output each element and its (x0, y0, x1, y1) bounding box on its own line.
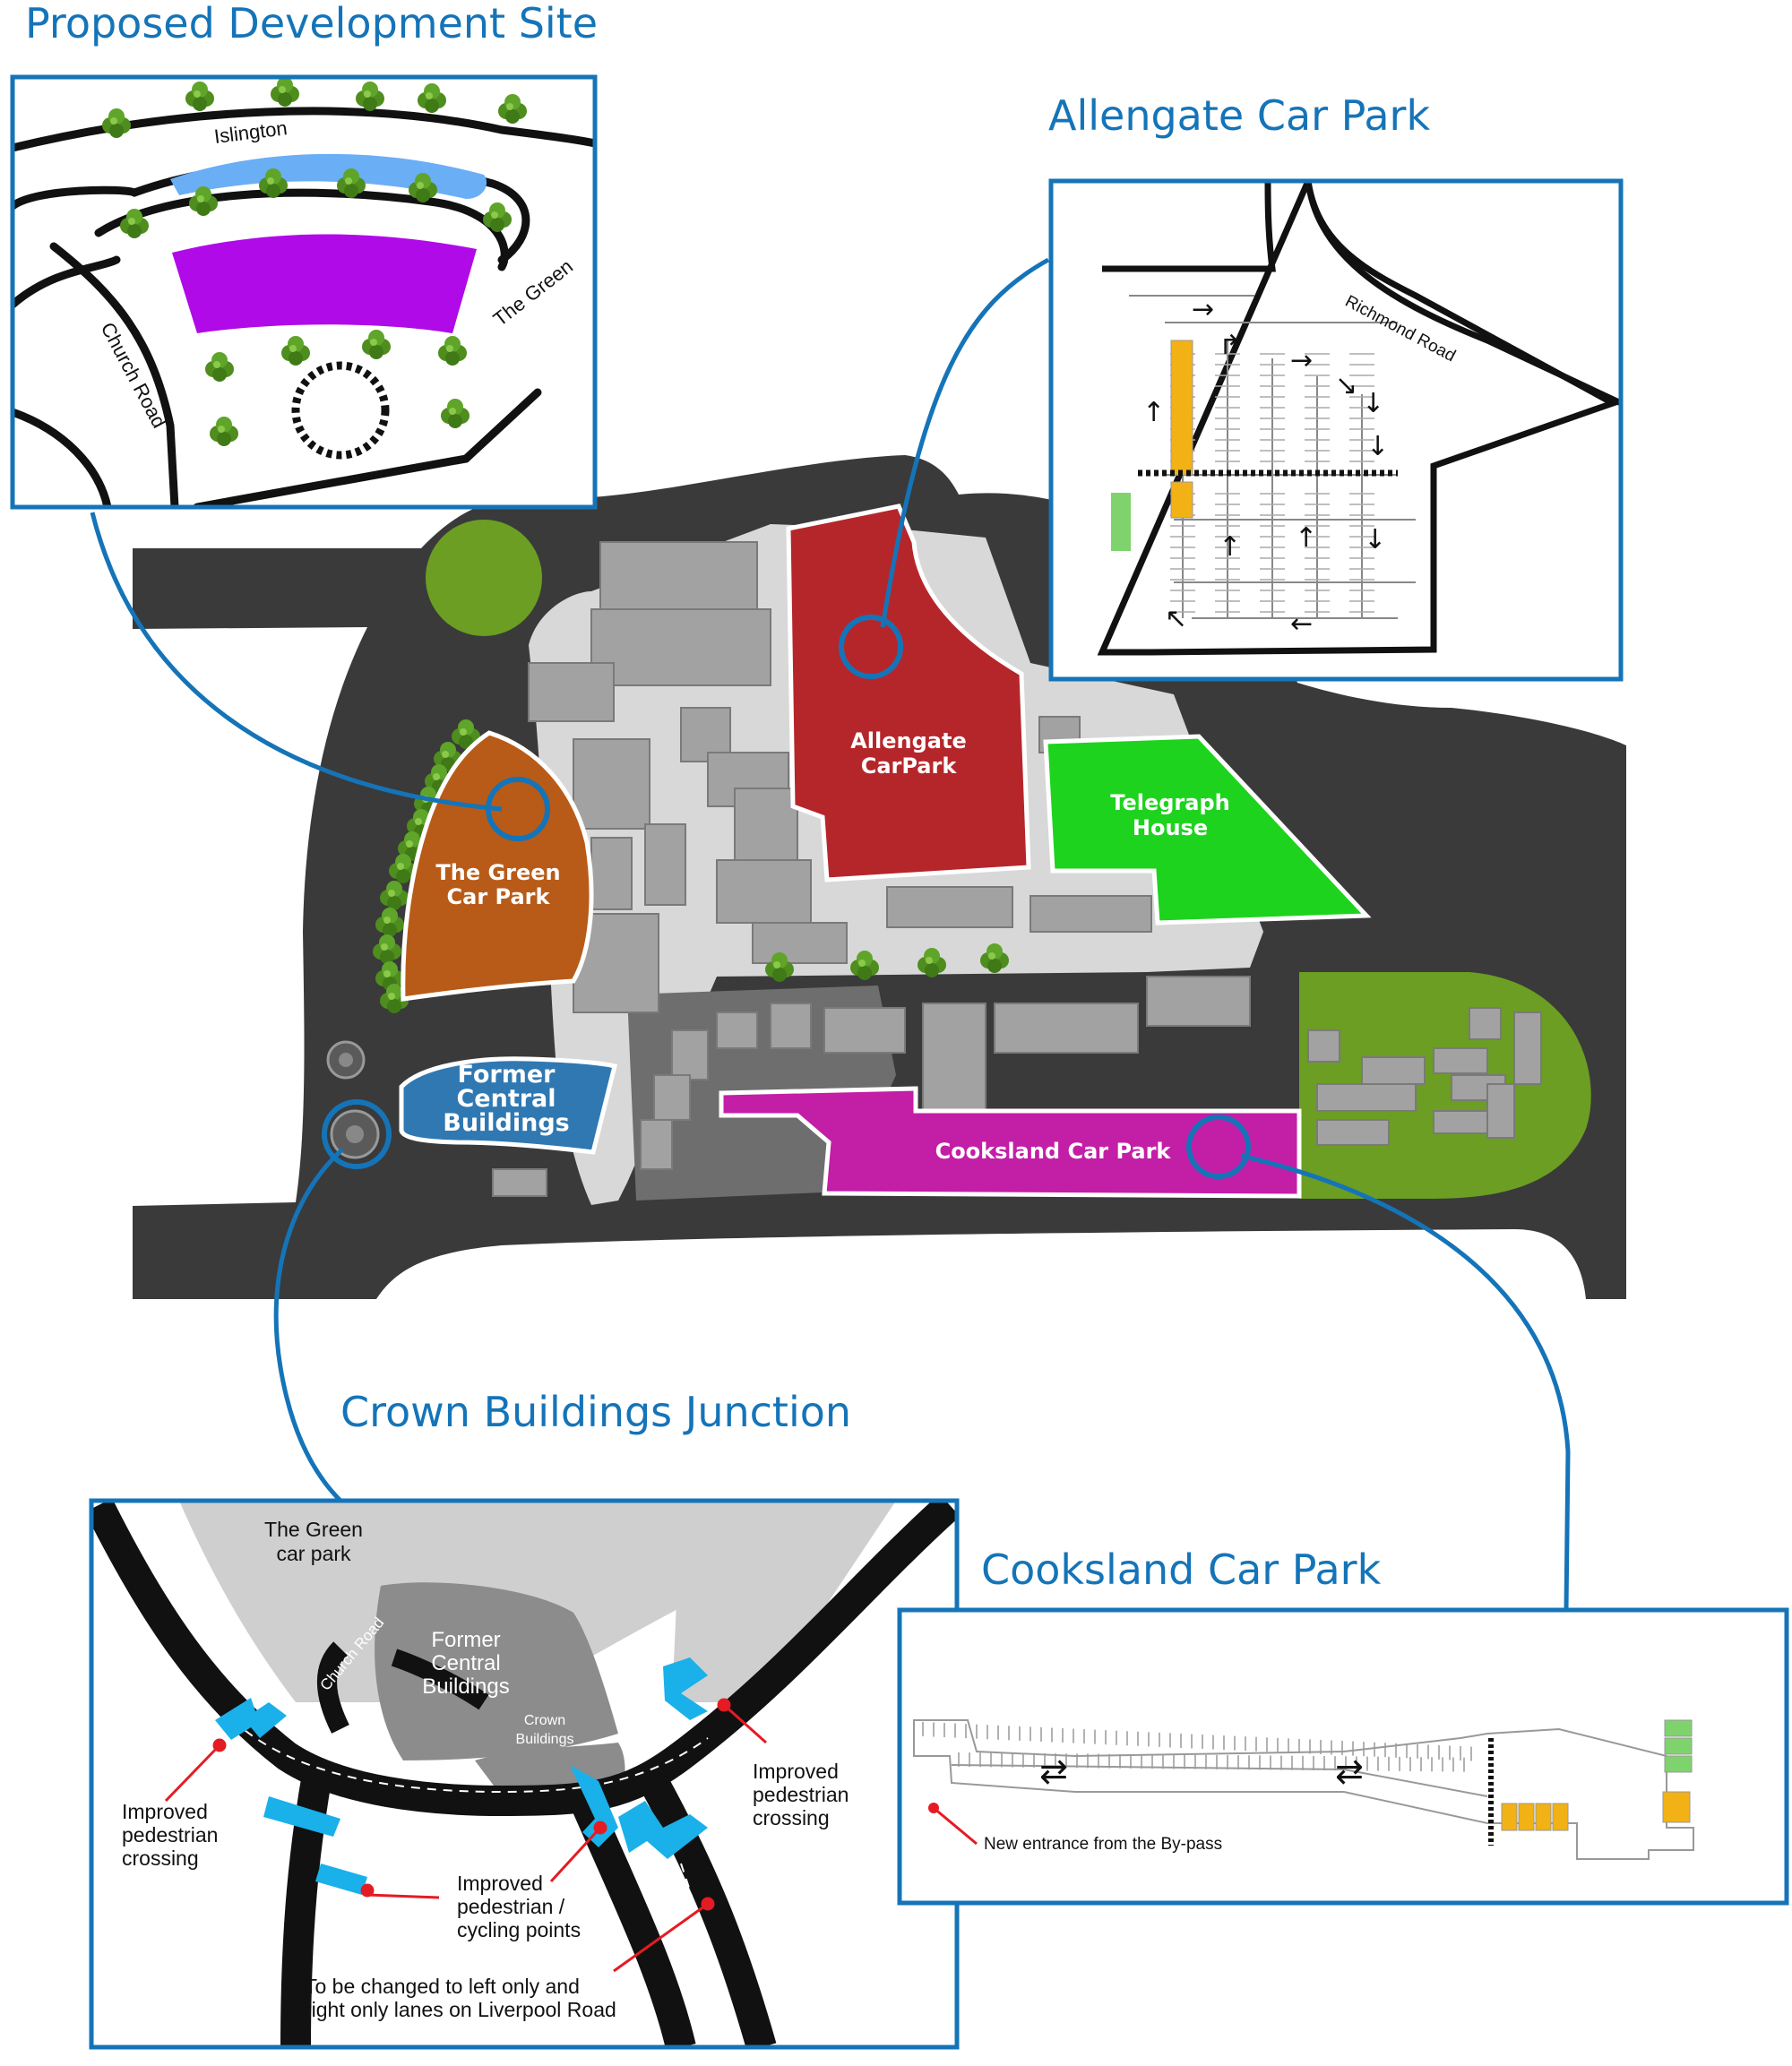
crossing-left-text-3: crossing (122, 1846, 199, 1870)
entrance-text: New entrance from the By-pass (984, 1835, 1222, 1854)
cooksland-outline (913, 1719, 1694, 1860)
proposed-site-inset[interactable]: Islington Church Road The Green (10, 74, 598, 510)
former-central-text-2: Central (431, 1651, 500, 1675)
green-roundabout (426, 520, 542, 636)
allengate-zone[interactable] (786, 504, 1031, 882)
crown-buildings-text: Crown (524, 1713, 565, 1728)
lanes-text: To be changed to left only and (305, 1975, 580, 1998)
water-body (170, 153, 487, 199)
traffic-arrows: → ↱ → ↘ ↓ ↓ ↑ ↑ ↑ ↓ ← ↖ (1142, 294, 1389, 640)
connector-lines (90, 257, 1571, 1611)
crossing-right-text-3: crossing (753, 1806, 830, 1829)
annotation-lines (164, 1698, 767, 1973)
former-central-text-3: Buildings (422, 1674, 509, 1699)
cooksland-ev-bays (1664, 1719, 1693, 1773)
svg-text:Telegraph: Telegraph (1110, 790, 1229, 815)
svg-text:Former: Former (458, 1061, 556, 1089)
grey-area-right (672, 1501, 896, 1702)
ev-bays (1111, 493, 1131, 551)
cycling-text: Improved (457, 1872, 543, 1895)
crossing-left-text-2: pedestrian (122, 1823, 218, 1846)
svg-text:↱: ↱ (1219, 330, 1241, 361)
highlight-rings (322, 615, 1251, 1179)
accessible-bays (1170, 340, 1193, 519)
svg-text:↑: ↑ (1295, 522, 1317, 554)
svg-text:⇄: ⇄ (1039, 1752, 1068, 1791)
green-car-park-label: The Green Car Park (435, 860, 560, 909)
svg-text:Central: Central (456, 1085, 556, 1113)
svg-text:↘: ↘ (1335, 370, 1357, 401)
cooksland-arrows: ⇄ ⇄ (1039, 1752, 1364, 1791)
cycling-text-2: pedestrian / (457, 1895, 565, 1918)
former-central-buildings-zone[interactable] (399, 1056, 618, 1155)
former-central-label: Former Central Buildings (443, 1061, 570, 1137)
crossing-left-text: Improved (122, 1800, 208, 1823)
green-car-park-text: The Green (264, 1518, 363, 1541)
cooksland-accessible-bays (1501, 1791, 1691, 1831)
mini-roundabout-top (326, 1040, 366, 1080)
telegraph-house-label: Telegraph House (1110, 790, 1229, 840)
crossing-right-text-2: pedestrian (753, 1783, 849, 1806)
cooksland-zone[interactable] (719, 1086, 1302, 1199)
svg-text:House: House (1133, 815, 1208, 840)
svg-text:CarPark: CarPark (861, 753, 958, 779)
svg-text:→: → (1290, 345, 1313, 376)
svg-text:↓: ↓ (1362, 388, 1384, 419)
allengate-zone-label: Allengate CarPark (850, 728, 967, 779)
crown-junction-inset[interactable]: The Green car park Former Central Buildi… (89, 1498, 960, 2050)
cooksland-bay-lines (922, 1722, 1472, 1772)
cooksland-title: Cooksland Car Park (981, 1545, 1382, 1594)
svg-text:↖: ↖ (1165, 603, 1187, 634)
cooksland-inset[interactable]: ⇄ ⇄ New entrance from the By-pass (897, 1607, 1789, 1906)
crown-junction-title: Crown Buildings Junction (340, 1388, 851, 1436)
allengate-title: Allengate Car Park (1048, 91, 1430, 140)
svg-text:↓: ↓ (1364, 524, 1386, 555)
svg-text:←: ← (1290, 608, 1313, 640)
crown-buildings-text-2: Buildings (516, 1732, 574, 1747)
proposed-site-title: Proposed Development Site (25, 0, 598, 47)
svg-text:Car Park: Car Park (447, 884, 551, 909)
development-block (172, 234, 477, 333)
buildings (492, 541, 1542, 1197)
richmond-road (1305, 181, 1621, 407)
svg-text:↑: ↑ (1142, 397, 1165, 428)
roundabout-proposed (291, 361, 390, 460)
cycling-text-3: cycling points (457, 1918, 581, 1941)
svg-text:→: → (1192, 294, 1214, 325)
junction-roads (91, 1501, 957, 2047)
cooksland-zone-label: Cooksland Car Park (935, 1139, 1172, 1164)
entrance-annotation: New entrance from the By-pass (928, 1803, 1222, 1854)
telegraph-house-zone[interactable] (1043, 734, 1372, 925)
green-car-park-text-2: car park (276, 1542, 351, 1565)
former-central-area (375, 1582, 618, 1760)
svg-text:Buildings: Buildings (443, 1109, 570, 1137)
allengate-inset[interactable]: /*bays drawn statically*/ → ↱ → ↘ ↓ ↓ ↑ … (1048, 178, 1624, 682)
lanes-text-2: right only lanes on Liverpool Road (305, 1998, 616, 2021)
former-central-text: Former (431, 1628, 500, 1652)
svg-text:The Green: The Green (435, 860, 560, 885)
mini-roundabout-bottom (330, 1109, 380, 1159)
svg-text:↓: ↓ (1366, 431, 1389, 462)
svg-text:↑: ↑ (1219, 531, 1241, 563)
svg-text:Allengate: Allengate (850, 728, 967, 753)
crossing-right-text: Improved (753, 1760, 839, 1783)
svg-text:⇄: ⇄ (1335, 1752, 1364, 1791)
